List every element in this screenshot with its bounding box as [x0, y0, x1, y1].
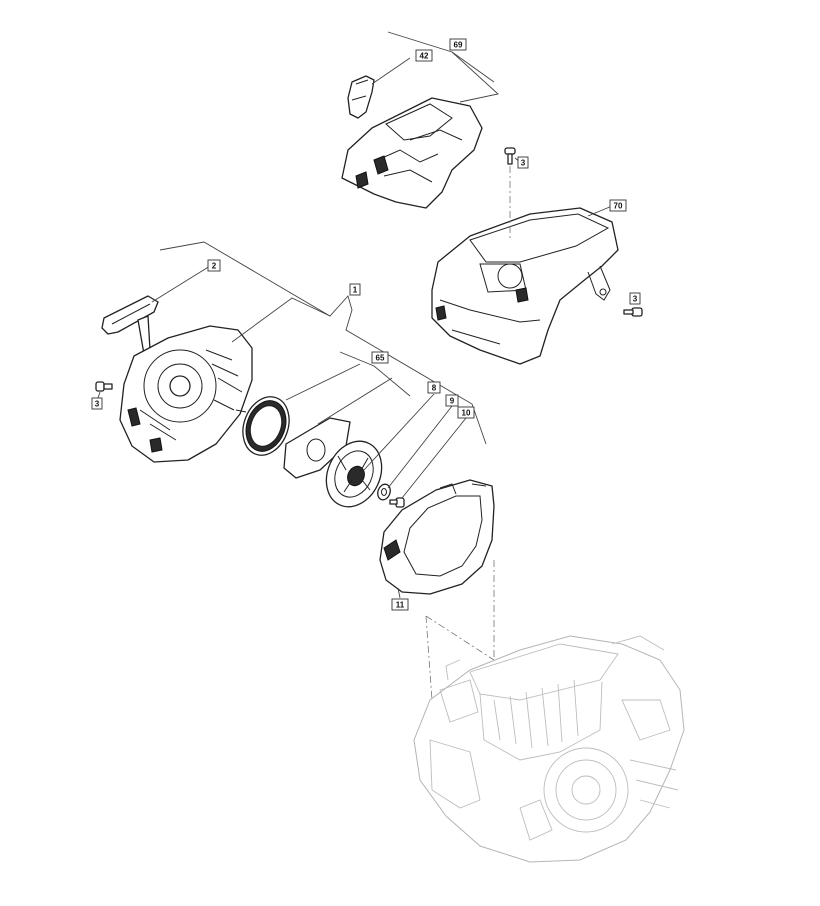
svg-text:3: 3 [633, 295, 638, 304]
label-9[interactable]: 9 [445, 394, 459, 407]
engine-assembly-ghost [413, 635, 685, 863]
label-69[interactable]: 69 [449, 38, 467, 51]
svg-text:11: 11 [396, 601, 405, 610]
part-69-top-cover[interactable] [341, 97, 483, 209]
part-10-screw[interactable] [389, 497, 405, 508]
svg-text:69: 69 [454, 41, 463, 50]
label-65[interactable]: 65 [371, 351, 389, 364]
label-2[interactable]: 2 [207, 259, 221, 272]
label-3-top[interactable]: 3 [517, 156, 529, 169]
svg-text:10: 10 [462, 409, 471, 418]
part-9-washer[interactable] [376, 482, 393, 501]
part-3-bolt-left[interactable] [95, 381, 113, 392]
part-2-starter-handle[interactable] [101, 295, 159, 355]
part-70-right-cover[interactable] [431, 207, 619, 365]
part-labels: 69 42 3 70 3 2 1 65 [91, 38, 641, 611]
part-1-fan-housing[interactable] [119, 325, 253, 463]
svg-text:1: 1 [353, 286, 358, 295]
label-1[interactable]: 1 [349, 283, 361, 296]
svg-text:2: 2 [212, 262, 217, 271]
part-42-grip-cap[interactable] [347, 75, 375, 119]
label-8[interactable]: 8 [427, 381, 441, 394]
label-42[interactable]: 42 [415, 49, 433, 62]
part-3-bolt-right[interactable] [623, 307, 643, 317]
starter-pulley[interactable] [316, 432, 392, 516]
label-3-right[interactable]: 3 [629, 292, 641, 305]
label-10[interactable]: 10 [457, 406, 475, 419]
label-11[interactable]: 11 [391, 598, 409, 611]
label-3-left[interactable]: 3 [91, 397, 103, 410]
part-11-fan-cover[interactable] [379, 479, 495, 595]
assembly-center-lines [425, 166, 511, 701]
label-70[interactable]: 70 [609, 199, 627, 212]
svg-text:9: 9 [450, 397, 455, 406]
svg-text:8: 8 [432, 384, 437, 393]
svg-text:3: 3 [521, 159, 526, 168]
part-3-bolt-top[interactable] [504, 147, 516, 165]
svg-text:3: 3 [95, 400, 100, 409]
svg-text:70: 70 [614, 202, 623, 211]
svg-text:42: 42 [420, 52, 429, 61]
svg-text:65: 65 [376, 354, 385, 363]
leader-lines [97, 31, 637, 599]
part-65-rewind-spring[interactable] [235, 390, 297, 461]
